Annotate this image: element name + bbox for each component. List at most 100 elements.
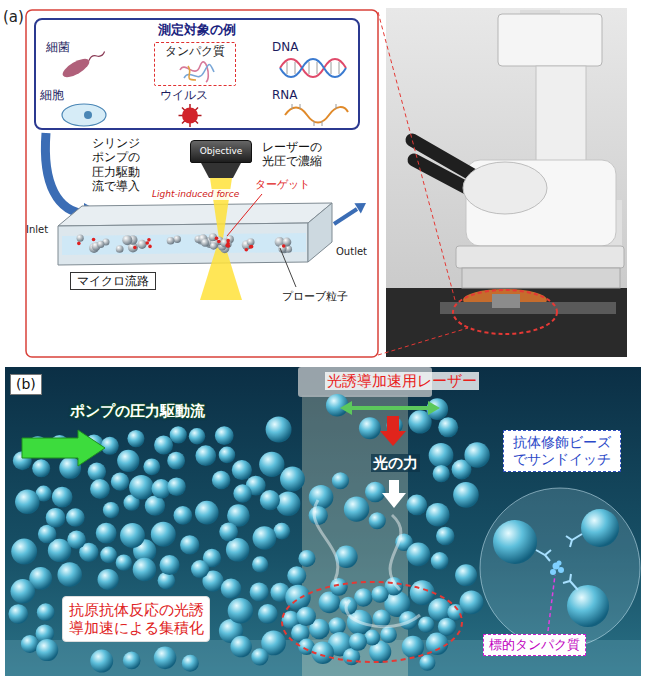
microchannel (308, 203, 332, 262)
probe-particle (116, 245, 124, 253)
dna-icon (309, 62, 310, 74)
microchannel (58, 203, 332, 265)
bead (195, 501, 219, 525)
bead (36, 639, 58, 661)
dna-icon (280, 59, 346, 77)
bead (438, 417, 458, 437)
bead (252, 556, 268, 572)
bead (228, 598, 253, 623)
target-dot (282, 244, 286, 248)
bead (233, 484, 251, 502)
bead (154, 647, 177, 670)
zoom-bubble (550, 569, 556, 575)
bead (431, 552, 449, 570)
bead (344, 496, 369, 521)
zoom-marker (378, 12, 557, 355)
port-label: Outlet (336, 246, 367, 258)
virus-icon (182, 108, 198, 124)
force-arrow (389, 480, 399, 494)
bead (154, 436, 173, 455)
bead (455, 564, 477, 586)
panel-frame (26, 10, 378, 357)
bead (8, 604, 28, 624)
bead (259, 452, 284, 477)
probe-particle (77, 235, 84, 242)
force-label: Light-induced force (150, 189, 241, 200)
probe-particle (122, 235, 132, 245)
bead (127, 430, 144, 447)
bead (330, 578, 348, 596)
bead (38, 525, 57, 544)
item-label: ウイルス (160, 88, 208, 102)
laser-scan-arrow (428, 401, 440, 415)
target-dot (77, 242, 81, 246)
flow-swirl (390, 515, 401, 590)
bead (309, 506, 328, 525)
zoom-bubble (480, 488, 640, 648)
force-arrow (382, 493, 406, 508)
bead (116, 554, 132, 570)
bead (212, 471, 230, 489)
cluster-marker (282, 582, 462, 662)
bead (189, 428, 206, 445)
bead (419, 655, 435, 671)
laser-arrow (380, 431, 406, 446)
bead (11, 579, 36, 604)
zoom-marker (378, 328, 468, 355)
flow-swirl (314, 500, 338, 580)
target-dot (148, 245, 152, 249)
probe-particle (167, 237, 175, 245)
protein-icon (180, 62, 214, 82)
target-dot (215, 237, 219, 241)
bead (410, 580, 435, 605)
target-dot (217, 240, 221, 244)
node-text: 抗原抗体反応の光誘導加速による集積化 (67, 601, 205, 637)
bead (230, 636, 251, 657)
leader-line (548, 575, 555, 631)
zoom-bubble (550, 561, 564, 576)
zoom-bubble (566, 534, 582, 547)
step-note: レーザーの光圧で濃縮 (262, 140, 326, 169)
callout-box: 抗原抗体反応の光誘導加速による集積化 (62, 596, 210, 642)
item-label: DNA (272, 40, 298, 54)
flow-arrow (22, 430, 105, 466)
bead (429, 443, 454, 468)
microscope-photo (456, 246, 624, 268)
bead (260, 490, 280, 510)
laser-arrow (380, 416, 406, 446)
bead (251, 648, 268, 665)
bead (15, 490, 40, 515)
bead (90, 650, 113, 673)
outlet-arrow (334, 209, 357, 224)
cell-icon (62, 104, 106, 126)
zoom-bubble (536, 534, 582, 590)
leader-line (227, 194, 296, 287)
target-dot (92, 238, 96, 242)
node-text: (b) (16, 376, 36, 393)
bead (37, 603, 55, 621)
bead (170, 426, 187, 443)
cell-icon (84, 111, 92, 119)
probe-particle (278, 245, 286, 253)
objective-lens: Objective (190, 140, 253, 163)
bead (129, 475, 154, 500)
bead (167, 477, 186, 496)
bead (167, 452, 185, 470)
bead (332, 472, 349, 489)
bead (219, 522, 238, 541)
target-dot (245, 248, 249, 252)
objective-tip (200, 161, 242, 178)
bead (464, 442, 489, 467)
zoom-bubble (536, 550, 551, 561)
bead (98, 569, 119, 590)
bead (426, 633, 448, 655)
bead (426, 398, 448, 420)
zoom-marker (453, 290, 557, 334)
flow-swirl (346, 600, 420, 627)
dna-icon (339, 62, 340, 74)
laser-beam (210, 178, 232, 239)
panel-frame (26, 10, 378, 357)
microscope-photo (536, 66, 586, 162)
bead (215, 426, 234, 445)
bead (57, 562, 82, 587)
